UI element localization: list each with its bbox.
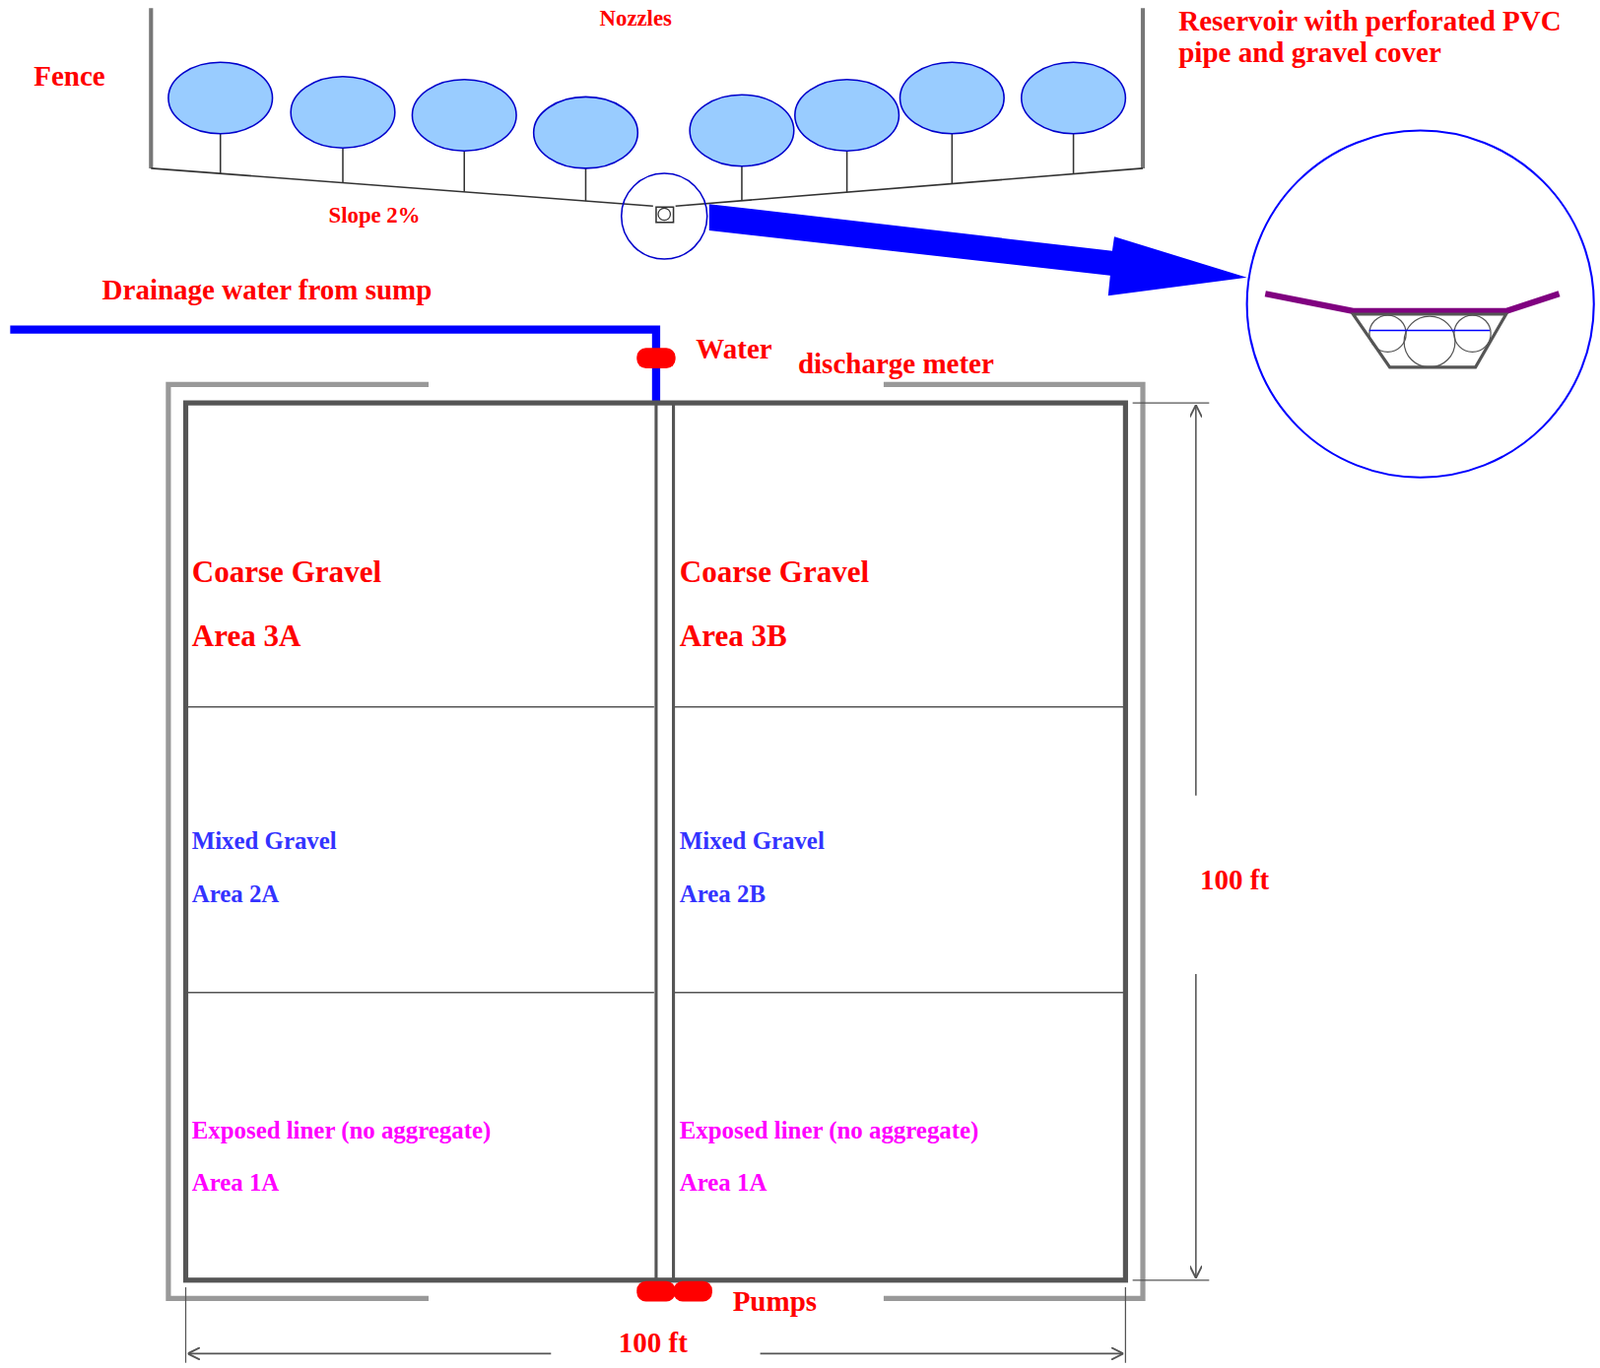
area-id: Area 2A — [192, 880, 280, 908]
area-boundary — [185, 706, 654, 709]
area-id: Area 1A — [679, 1169, 768, 1197]
slope-line — [150, 168, 654, 206]
drainage-pipe — [9, 330, 657, 404]
meter-label: discharge meter — [798, 348, 995, 381]
area-id: Area 3B — [679, 618, 788, 653]
gravel-stone — [1369, 315, 1406, 352]
slope-label: Slope 2% — [328, 202, 420, 228]
nozzle-stem — [1072, 133, 1075, 175]
area-zone: Coarse GravelArea 3B — [675, 405, 1125, 706]
reservoir-trench — [1352, 314, 1506, 368]
perforated-pipe — [1369, 330, 1490, 333]
nozzle — [533, 96, 639, 168]
nozzle — [1021, 62, 1127, 134]
area-zone: Mixed GravelArea 2A — [188, 709, 655, 993]
divider — [671, 402, 675, 1281]
nozzle-stem — [219, 133, 222, 175]
detail-label: Reservoir with perforated PVC pipe and g… — [1178, 5, 1592, 69]
extension-line — [185, 1287, 187, 1364]
material-name: Mixed Gravel — [192, 827, 337, 855]
pump — [673, 1281, 713, 1303]
area-id: Area 3A — [192, 618, 302, 653]
nozzle — [689, 94, 795, 166]
detail-arrow — [709, 203, 1248, 296]
nozzle-stem — [951, 133, 954, 185]
dimension-line — [760, 1353, 1125, 1356]
material-name: Exposed liner (no aggregate) — [192, 1117, 492, 1144]
dimension-line — [188, 1353, 552, 1356]
detail-view — [1247, 131, 1595, 478]
dimension-line — [1195, 974, 1198, 1279]
area-id: Area 2B — [679, 880, 766, 908]
nozzle-stem — [740, 166, 743, 201]
nozzle-group — [168, 62, 1126, 201]
area-zone: Mixed GravelArea 2B — [675, 709, 1125, 993]
nozzle — [290, 76, 396, 148]
pipe-label: Drainage water from sump — [102, 275, 433, 308]
nozzle — [795, 79, 900, 151]
nozzle-stem — [463, 150, 466, 193]
material-name: Coarse Gravel — [679, 554, 869, 589]
heading-label: Nozzles — [600, 5, 672, 31]
gravel-stone — [1403, 316, 1456, 368]
dimension-label: 100 ft — [618, 1328, 688, 1360]
nozzle-stem — [341, 147, 344, 183]
dimension-line — [1195, 404, 1198, 797]
nozzle-stem — [585, 168, 588, 201]
meter-label: Water — [695, 333, 772, 366]
fence-label: Fence — [33, 61, 105, 93]
area-zone: Coarse GravelArea 3A — [188, 405, 655, 706]
nozzle — [899, 62, 1004, 134]
nozzle — [411, 79, 517, 151]
divider — [654, 402, 658, 1281]
fence — [168, 384, 429, 1299]
plot-outline — [185, 402, 1126, 1281]
fence — [883, 384, 1143, 1299]
pump — [636, 1281, 675, 1303]
area-boundary — [673, 992, 1127, 995]
nozzle-stem — [846, 150, 849, 193]
extension-line — [1125, 1287, 1127, 1364]
nozzle — [168, 62, 273, 134]
slope-line — [675, 168, 1143, 206]
gravel-cover — [1265, 293, 1559, 312]
extension-line — [1133, 1279, 1210, 1281]
material-name: Mixed Gravel — [679, 827, 825, 855]
reservoir-symbol — [656, 206, 674, 223]
material-name: Exposed liner (no aggregate) — [679, 1117, 980, 1144]
discharge-meter — [636, 347, 675, 369]
area-id: Area 1A — [192, 1169, 280, 1197]
area-boundary — [673, 706, 1127, 709]
extension-line — [1133, 401, 1210, 403]
area-zone: Exposed liner (no aggregate) Area 1A — [675, 995, 1125, 1279]
fence-post — [1140, 7, 1145, 169]
area-zone: Exposed liner (no aggregate) Area 1A — [188, 995, 655, 1279]
material-name: Coarse Gravel — [192, 554, 382, 589]
gravel-stone — [1454, 315, 1491, 352]
dimension-label: 100 ft — [1200, 865, 1269, 897]
pump-label: Pumps — [733, 1286, 817, 1319]
detail-circle — [621, 173, 708, 260]
area-boundary — [185, 992, 654, 995]
fence-post — [148, 7, 153, 169]
pipe-symbol — [658, 207, 670, 220]
